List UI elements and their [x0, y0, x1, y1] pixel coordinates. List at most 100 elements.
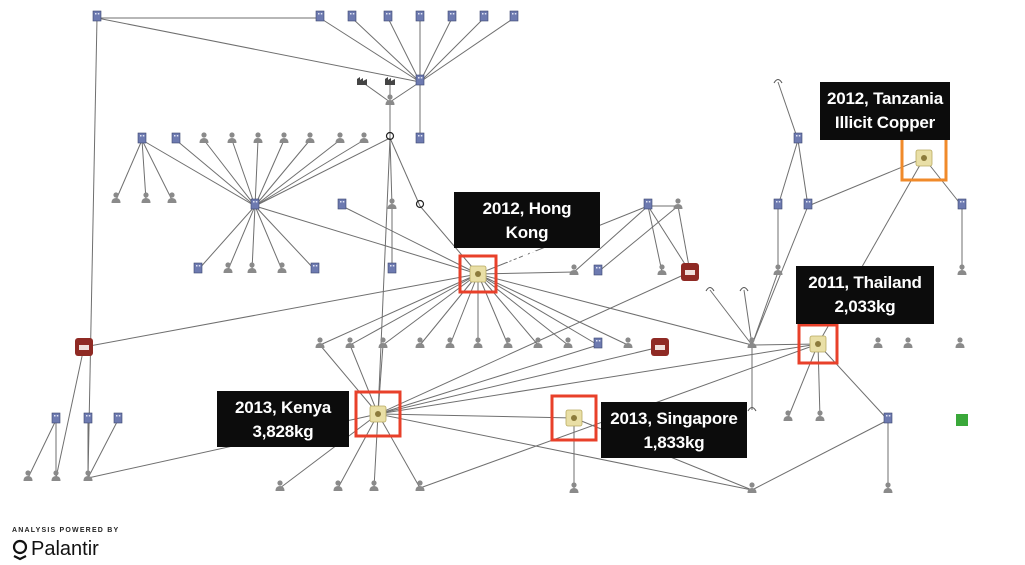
person-node[interactable] — [569, 482, 579, 493]
person-node[interactable] — [223, 262, 233, 273]
organization-node[interactable] — [51, 412, 61, 424]
person-node[interactable] — [623, 337, 633, 348]
alert-node[interactable] — [681, 263, 699, 281]
person-node[interactable] — [903, 337, 913, 348]
person-node[interactable] — [747, 337, 757, 348]
person-node[interactable] — [415, 480, 425, 491]
organization-node[interactable] — [83, 412, 93, 424]
person-node[interactable] — [111, 192, 121, 203]
organization-node[interactable] — [137, 132, 147, 144]
person-node[interactable] — [277, 262, 287, 273]
person-node[interactable] — [378, 337, 388, 348]
person-node[interactable] — [305, 132, 315, 143]
person-node[interactable] — [773, 264, 783, 275]
person-node[interactable] — [473, 337, 483, 348]
person-node[interactable] — [227, 132, 237, 143]
person-node[interactable] — [253, 132, 263, 143]
organization-node[interactable] — [957, 198, 967, 210]
graph-edge — [751, 205, 809, 346]
transaction-node[interactable] — [739, 286, 749, 292]
organization-node[interactable] — [193, 262, 203, 274]
person-node[interactable] — [247, 262, 257, 273]
organization-node[interactable] — [383, 10, 393, 22]
organization-node[interactable] — [337, 198, 347, 210]
graph-edge — [55, 346, 85, 479]
person-node[interactable] — [199, 132, 209, 143]
person-node[interactable] — [747, 482, 757, 493]
person-node[interactable] — [415, 337, 425, 348]
organization-node[interactable] — [883, 412, 893, 424]
person-node[interactable] — [957, 264, 967, 275]
organization-node[interactable] — [415, 132, 425, 144]
organization-node[interactable] — [415, 10, 425, 22]
person-node[interactable] — [359, 132, 369, 143]
facility-node[interactable] — [385, 77, 395, 85]
person-node[interactable] — [385, 94, 395, 105]
alert-node[interactable] — [651, 338, 669, 356]
person-node[interactable] — [23, 470, 33, 481]
organization-node[interactable] — [92, 10, 102, 22]
graph-edge — [351, 17, 421, 83]
event-node[interactable] — [469, 265, 487, 283]
person-node[interactable] — [815, 410, 825, 421]
person-node[interactable] — [783, 410, 793, 421]
person-node[interactable] — [673, 198, 683, 209]
person-node[interactable] — [955, 337, 965, 348]
transaction-node[interactable] — [705, 286, 715, 292]
person-node[interactable] — [563, 337, 573, 348]
person-node[interactable] — [369, 480, 379, 491]
person-node[interactable] — [275, 480, 285, 491]
organization-node[interactable] — [315, 10, 325, 22]
graph-edge — [337, 413, 379, 489]
organization-node[interactable] — [509, 10, 519, 22]
organization-node[interactable] — [593, 264, 603, 276]
organization-node[interactable] — [347, 10, 357, 22]
organization-node[interactable] — [793, 132, 803, 144]
person-node[interactable] — [387, 198, 397, 209]
person-node[interactable] — [335, 132, 345, 143]
transaction-node[interactable] — [773, 78, 783, 84]
graph-edge — [597, 205, 679, 273]
event-node[interactable] — [809, 335, 827, 353]
organization-node[interactable] — [643, 198, 653, 210]
flag-node[interactable] — [956, 414, 968, 426]
organization-node[interactable] — [250, 198, 260, 210]
event-node[interactable] — [369, 405, 387, 423]
person-node[interactable] — [883, 482, 893, 493]
organization-node[interactable] — [447, 10, 457, 22]
person-node[interactable] — [167, 192, 177, 203]
organization-node[interactable] — [479, 10, 489, 22]
person-node[interactable] — [83, 470, 93, 481]
ring-node[interactable] — [385, 131, 395, 141]
organization-node[interactable] — [387, 262, 397, 274]
transaction-node[interactable] — [747, 406, 757, 412]
event-node[interactable] — [565, 409, 583, 427]
graph-edge — [387, 17, 421, 83]
event-node[interactable] — [915, 149, 933, 167]
facility-node[interactable] — [357, 77, 367, 85]
organization-node[interactable] — [415, 74, 425, 86]
organization-node[interactable] — [593, 337, 603, 349]
person-node[interactable] — [51, 470, 61, 481]
organization-node[interactable] — [171, 132, 181, 144]
link-analysis-graph[interactable] — [0, 0, 1025, 520]
graph-edge — [251, 205, 256, 271]
organization-node[interactable] — [310, 262, 320, 274]
graph-edge — [254, 137, 391, 207]
person-node[interactable] — [503, 337, 513, 348]
person-node[interactable] — [445, 337, 455, 348]
person-node[interactable] — [657, 264, 667, 275]
organization-node[interactable] — [803, 198, 813, 210]
person-node[interactable] — [533, 337, 543, 348]
person-node[interactable] — [873, 337, 883, 348]
organization-node[interactable] — [113, 412, 123, 424]
person-node[interactable] — [569, 264, 579, 275]
person-node[interactable] — [141, 192, 151, 203]
organization-node[interactable] — [773, 198, 783, 210]
person-node[interactable] — [333, 480, 343, 491]
person-node[interactable] — [279, 132, 289, 143]
person-node[interactable] — [345, 337, 355, 348]
person-node[interactable] — [315, 337, 325, 348]
alert-node[interactable] — [75, 338, 93, 356]
ring-node[interactable] — [415, 199, 425, 209]
